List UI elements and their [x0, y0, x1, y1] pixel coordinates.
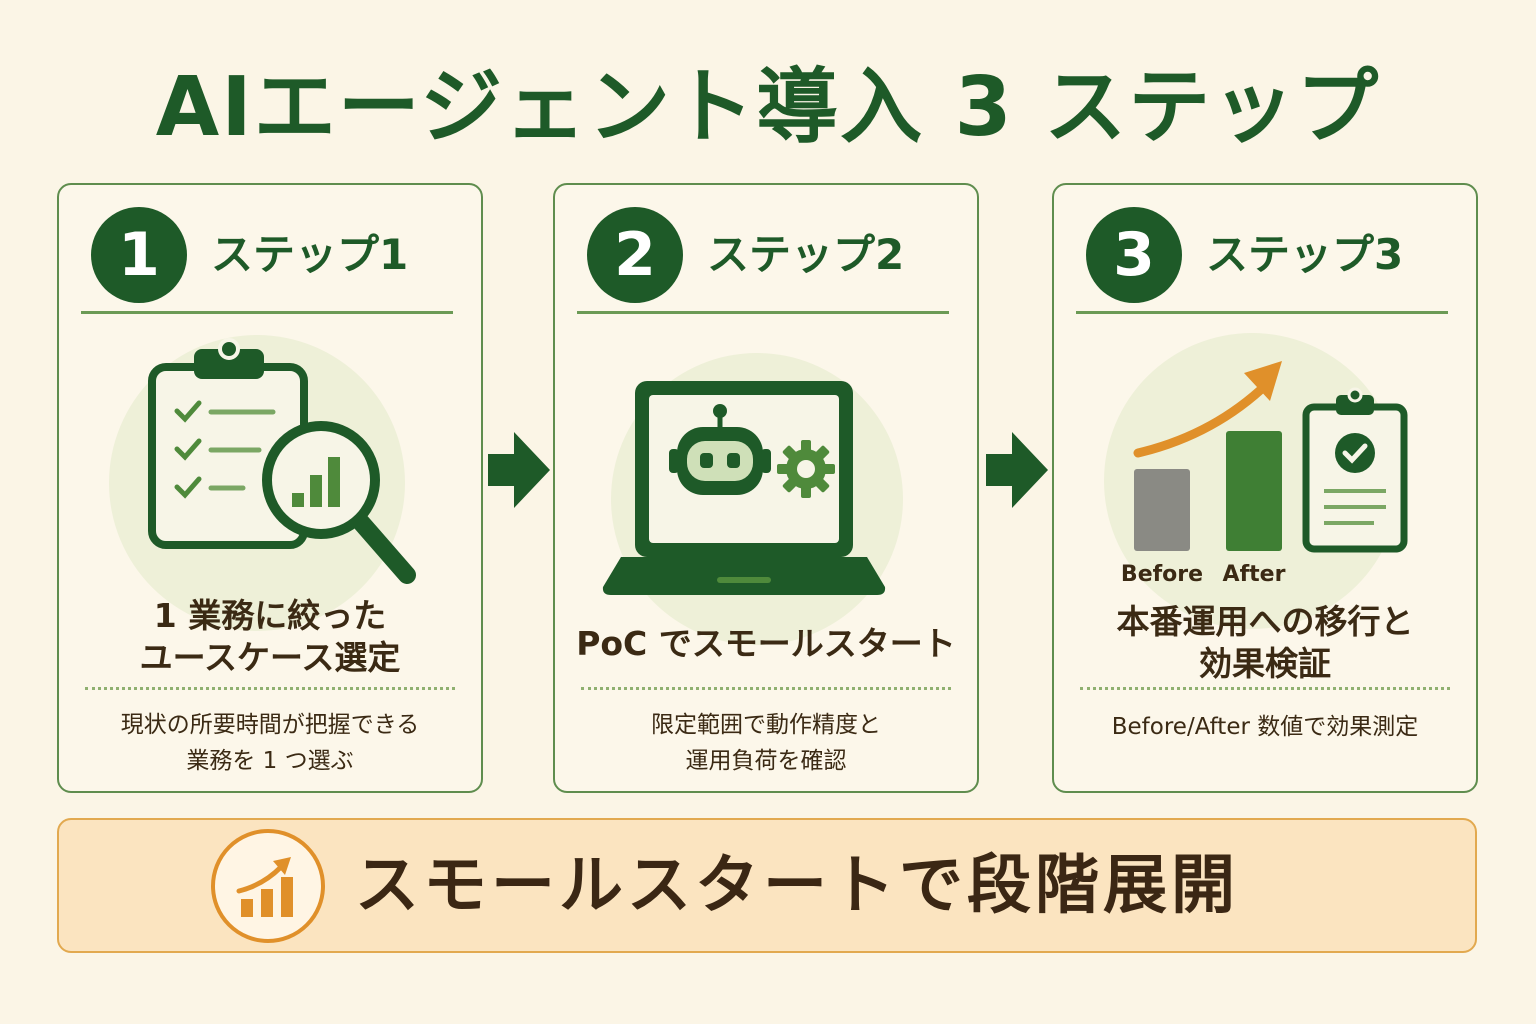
step-label: ステップ3 [1206, 230, 1404, 279]
after-label: After [1223, 562, 1286, 587]
laptop-robot-icon [602, 381, 886, 595]
step-header: 1 ステップ1 [59, 185, 481, 315]
divider [577, 311, 949, 314]
dotted-divider [581, 687, 951, 690]
step-title-line-2: ユースケース選定 [139, 638, 401, 677]
arrow-right-icon [488, 432, 550, 508]
step-title-line-2: 効果検証 [1199, 644, 1331, 683]
step-number-badge: 1 [91, 207, 187, 303]
step-number-badge: 3 [1086, 207, 1182, 303]
arrow-right-icon [986, 432, 1048, 508]
clipboard-magnifier-icon [148, 338, 416, 584]
step-title-line-1: 本番運用への移行と [1116, 602, 1414, 641]
step-header: 2 ステップ2 [555, 185, 977, 315]
step-label: ステップ1 [211, 230, 409, 279]
summary-banner: スモールスタートで段階展開 [57, 818, 1477, 953]
step-desc-line-2: 運用負荷を確認 [685, 748, 847, 774]
step-header: 3 ステップ3 [1054, 185, 1476, 315]
step-desc-line-1: 限定範囲で動作精度と [651, 712, 881, 738]
page-title: AIエージェント導入 3 ステップ [155, 60, 1381, 155]
step-card-2: 2 ステップ2 PoC でスモールスタート 限定範囲で動作精度と 運用負荷を確認 [553, 183, 979, 793]
divider [81, 311, 453, 314]
step-title-line-1: PoC でスモールスタート [576, 624, 956, 663]
before-after-chart-icon: Before After [1121, 361, 1408, 587]
before-label: Before [1121, 562, 1203, 587]
banner-text: スモールスタートで段階展開 [355, 849, 1239, 923]
step-label: ステップ2 [707, 230, 905, 279]
dotted-divider [85, 687, 455, 690]
step-number-badge: 2 [587, 207, 683, 303]
step-card-3: 3 ステップ3 Before After 本番運用への移行と 効果検証 Befo… [1052, 183, 1478, 793]
step-desc-line-1: Before/After 数値で効果測定 [1111, 714, 1419, 740]
step-desc-line-2: 業務を 1 つ選ぶ [186, 748, 354, 774]
growth-chart-icon [211, 829, 325, 943]
step-desc-line-1: 現状の所要時間が把握できる [120, 712, 420, 738]
divider [1076, 311, 1448, 314]
step-title-line-1: 1 業務に絞った [153, 596, 387, 635]
step-card-1: 1 ステップ1 1 業務に絞った ユースケース選定 現状の所要時間が把握できる … [57, 183, 483, 793]
dotted-divider [1080, 687, 1450, 690]
